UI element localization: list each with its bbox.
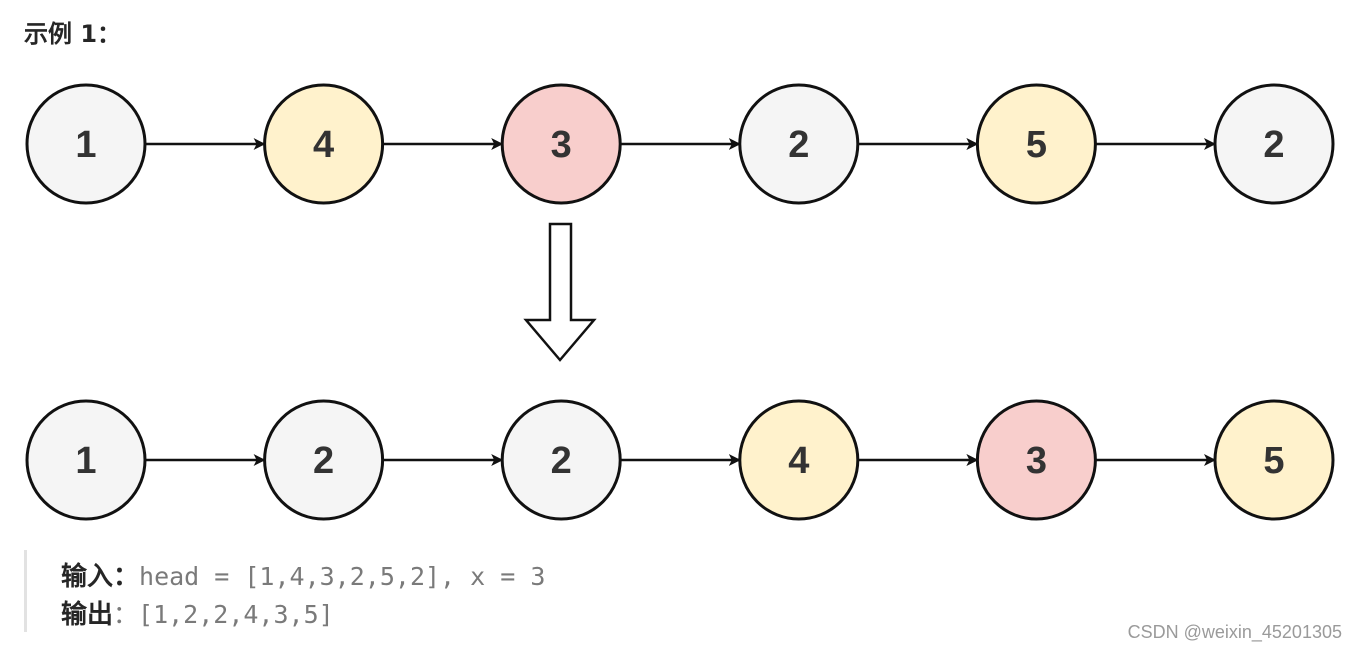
before-node-5 [975, 83, 1097, 205]
before-node-label-2: 4 [313, 124, 334, 166]
after-node-2 [263, 399, 385, 521]
before-node-label-3: 3 [551, 124, 572, 166]
before-node-2 [263, 83, 385, 205]
watermark: CSDN @weixin_45201305 [1127, 622, 1342, 642]
input-key: 输入： [61, 562, 140, 592]
before-node-label-5: 5 [1026, 124, 1047, 166]
before-node-label-4: 2 [788, 124, 809, 166]
before-node-3 [500, 83, 622, 205]
input-line: 输入：head = [1,4,3,2,5,2], x = 3 [61, 556, 545, 593]
after-node-label-5: 3 [1026, 440, 1047, 482]
output-key: 输出 [61, 600, 114, 630]
after-node-label-4: 4 [788, 440, 809, 482]
after-node-label-2: 2 [313, 440, 334, 482]
transform-down-arrow [523, 222, 597, 362]
after-node-label-3: 2 [551, 440, 572, 482]
after-list-row: 1 2 2 4 3 5 [25, 399, 1335, 521]
example-heading: 示例 1： [24, 20, 122, 48]
before-node-6 [1213, 83, 1335, 205]
after-node-label-6: 5 [1263, 440, 1284, 482]
after-node-5 [975, 399, 1097, 521]
after-node-label-1: 1 [75, 440, 96, 482]
output-value: ：[1,2,2,4,3,5] [113, 600, 334, 629]
before-node-4 [738, 83, 860, 205]
io-example-block: 输入：head = [1,4,3,2,5,2], x = 3 输出：[1,2,2… [24, 550, 647, 632]
after-node-4 [738, 399, 860, 521]
after-node-3 [500, 399, 622, 521]
before-node-1 [25, 83, 147, 205]
after-node-6 [1213, 399, 1335, 521]
input-value: head = [1,4,3,2,5,2], x = 3 [139, 562, 546, 591]
after-node-1 [25, 399, 147, 521]
linked-list-diagram: 1 4 3 2 5 2 1 2 2 4 3 5 [25, 83, 1335, 521]
before-list-row: 1 4 3 2 5 2 [25, 83, 1335, 205]
output-line: 输出：[1,2,2,4,3,5] [61, 594, 334, 631]
before-node-label-1: 1 [75, 124, 96, 166]
before-node-label-6: 2 [1263, 124, 1284, 166]
